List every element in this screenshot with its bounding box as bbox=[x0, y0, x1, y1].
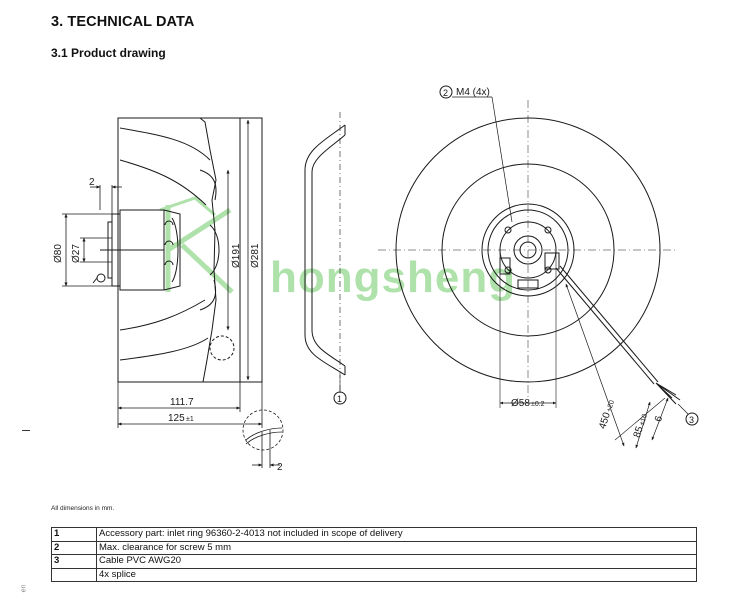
dim-d27: Ø27 bbox=[71, 244, 82, 263]
dim-length-125: 125 bbox=[168, 413, 185, 424]
cable-length: 450 bbox=[597, 411, 613, 431]
margin-text: en bbox=[20, 584, 28, 593]
dimensions-note: All dimensions in mm. bbox=[51, 505, 115, 512]
section-title: 3. TECHNICAL DATA bbox=[51, 14, 195, 30]
front-view-labels: 2 M4 (4x) Ø58 ±0.2 450 +20 85 ±10 6 3 bbox=[443, 87, 694, 439]
legend-text: Cable PVC AWG20 bbox=[96, 554, 697, 569]
margin-tick bbox=[22, 430, 30, 431]
dim-d191: Ø191 bbox=[231, 243, 242, 268]
legend-text: Accessory part: inlet ring 96360-2-4013 … bbox=[96, 527, 697, 542]
dim-d58: Ø58 bbox=[511, 398, 530, 409]
subsection-title: 3.1 Product drawing bbox=[51, 46, 166, 60]
side-view-dimensions bbox=[62, 119, 263, 428]
legend-text: Max. clearance for screw 5 mm bbox=[96, 540, 697, 555]
thread-label: M4 (4x) bbox=[456, 87, 490, 98]
front-view bbox=[378, 85, 699, 449]
table-row: 3 Cable PVC AWG20 bbox=[51, 554, 697, 569]
callout-2: 2 bbox=[443, 88, 448, 98]
strip-length: 85 bbox=[632, 425, 646, 439]
product-drawing: hongsheng bbox=[53, 85, 699, 473]
legend-text: 4x splice bbox=[96, 567, 697, 582]
callout-3: 3 bbox=[689, 415, 694, 425]
side-view-labels: 2 Ø80 Ø27 Ø191 Ø281 111.7 125 ±1 bbox=[53, 177, 261, 424]
watermark-text: hongsheng bbox=[270, 253, 516, 302]
legend-num: 3 bbox=[51, 554, 97, 569]
inlet-ring-profile bbox=[304, 112, 347, 405]
watermark: hongsheng bbox=[159, 196, 516, 302]
dim-length-111: 111.7 bbox=[170, 397, 194, 408]
table-row: 4x splice bbox=[51, 567, 697, 582]
dim-length-125-tol: ±1 bbox=[186, 416, 194, 423]
wire-length: 6 bbox=[653, 414, 665, 423]
dim-d80: Ø80 bbox=[53, 244, 64, 263]
cable-length-tol: +20 bbox=[606, 399, 616, 413]
strip-length-tol: ±10 bbox=[639, 413, 649, 426]
legend-num bbox=[51, 567, 97, 582]
dim-clearance-top: 2 bbox=[89, 177, 95, 188]
detail-view bbox=[242, 409, 284, 468]
table-row: 1 Accessory part: inlet ring 96360-2-401… bbox=[51, 527, 697, 542]
detail-dim: 2 bbox=[277, 462, 283, 473]
legend-table: 1 Accessory part: inlet ring 96360-2-401… bbox=[51, 527, 697, 582]
dim-d58-tol: ±0.2 bbox=[531, 401, 545, 408]
callout-1: 1 bbox=[337, 394, 342, 404]
side-view bbox=[92, 117, 263, 383]
dim-d281: Ø281 bbox=[250, 243, 261, 268]
table-row: 2 Max. clearance for screw 5 mm bbox=[51, 540, 697, 555]
legend-num: 1 bbox=[51, 527, 97, 542]
legend-num: 2 bbox=[51, 540, 97, 555]
